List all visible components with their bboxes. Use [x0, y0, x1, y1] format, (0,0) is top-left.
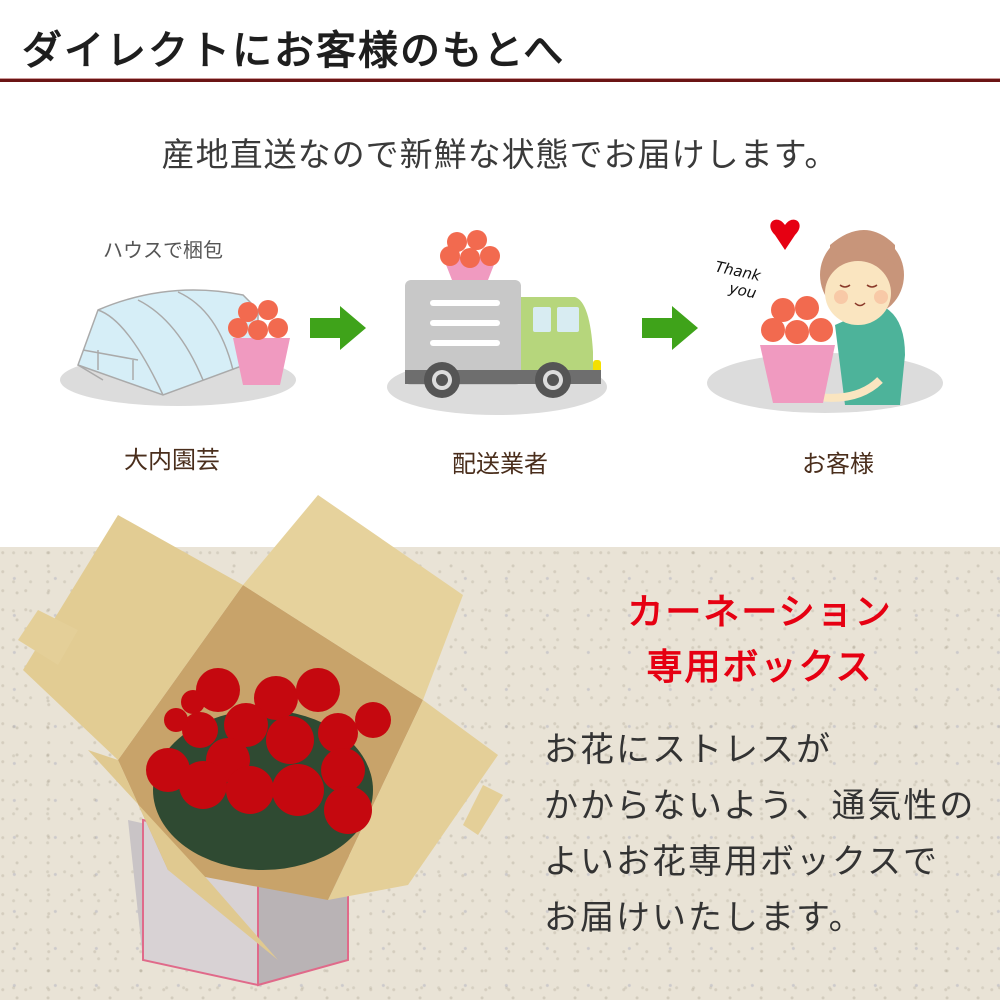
- header-divider: [0, 78, 1000, 82]
- customer-with-flowers-icon: [707, 219, 943, 413]
- box-description: お花にストレスが かからないよう、通気性の よいお花専用ボックスで お届けいたし…: [544, 722, 994, 946]
- step-1-note: ハウスで梱包: [103, 238, 223, 262]
- arrow-right-icon: [310, 306, 366, 350]
- page-title: ダイレクトにお客様のもとへ: [22, 28, 566, 74]
- arrow-right-icon: [642, 306, 698, 350]
- box-title: カーネーション 専用ボックス: [627, 592, 893, 688]
- description-line: お届けいたします。: [544, 898, 865, 938]
- description-line: よいお花専用ボックスで: [544, 842, 939, 882]
- carnation-box-photo: [18, 495, 503, 987]
- greenhouse-with-flowers-icon: [60, 289, 296, 406]
- description-line: かからないよう、通気性の: [544, 786, 976, 826]
- delivery-truck-icon: [387, 230, 607, 415]
- step-1-caption: 大内園芸: [124, 446, 220, 474]
- subtitle: 産地直送なので新鮮な状態でお届けします。: [161, 135, 839, 174]
- step-2-caption: 配送業者: [452, 450, 548, 478]
- header: ダイレクトにお客様のもとへ: [0, 0, 1000, 82]
- step-3-caption: お客様: [802, 450, 874, 478]
- description-line: お花にストレスが: [544, 730, 832, 770]
